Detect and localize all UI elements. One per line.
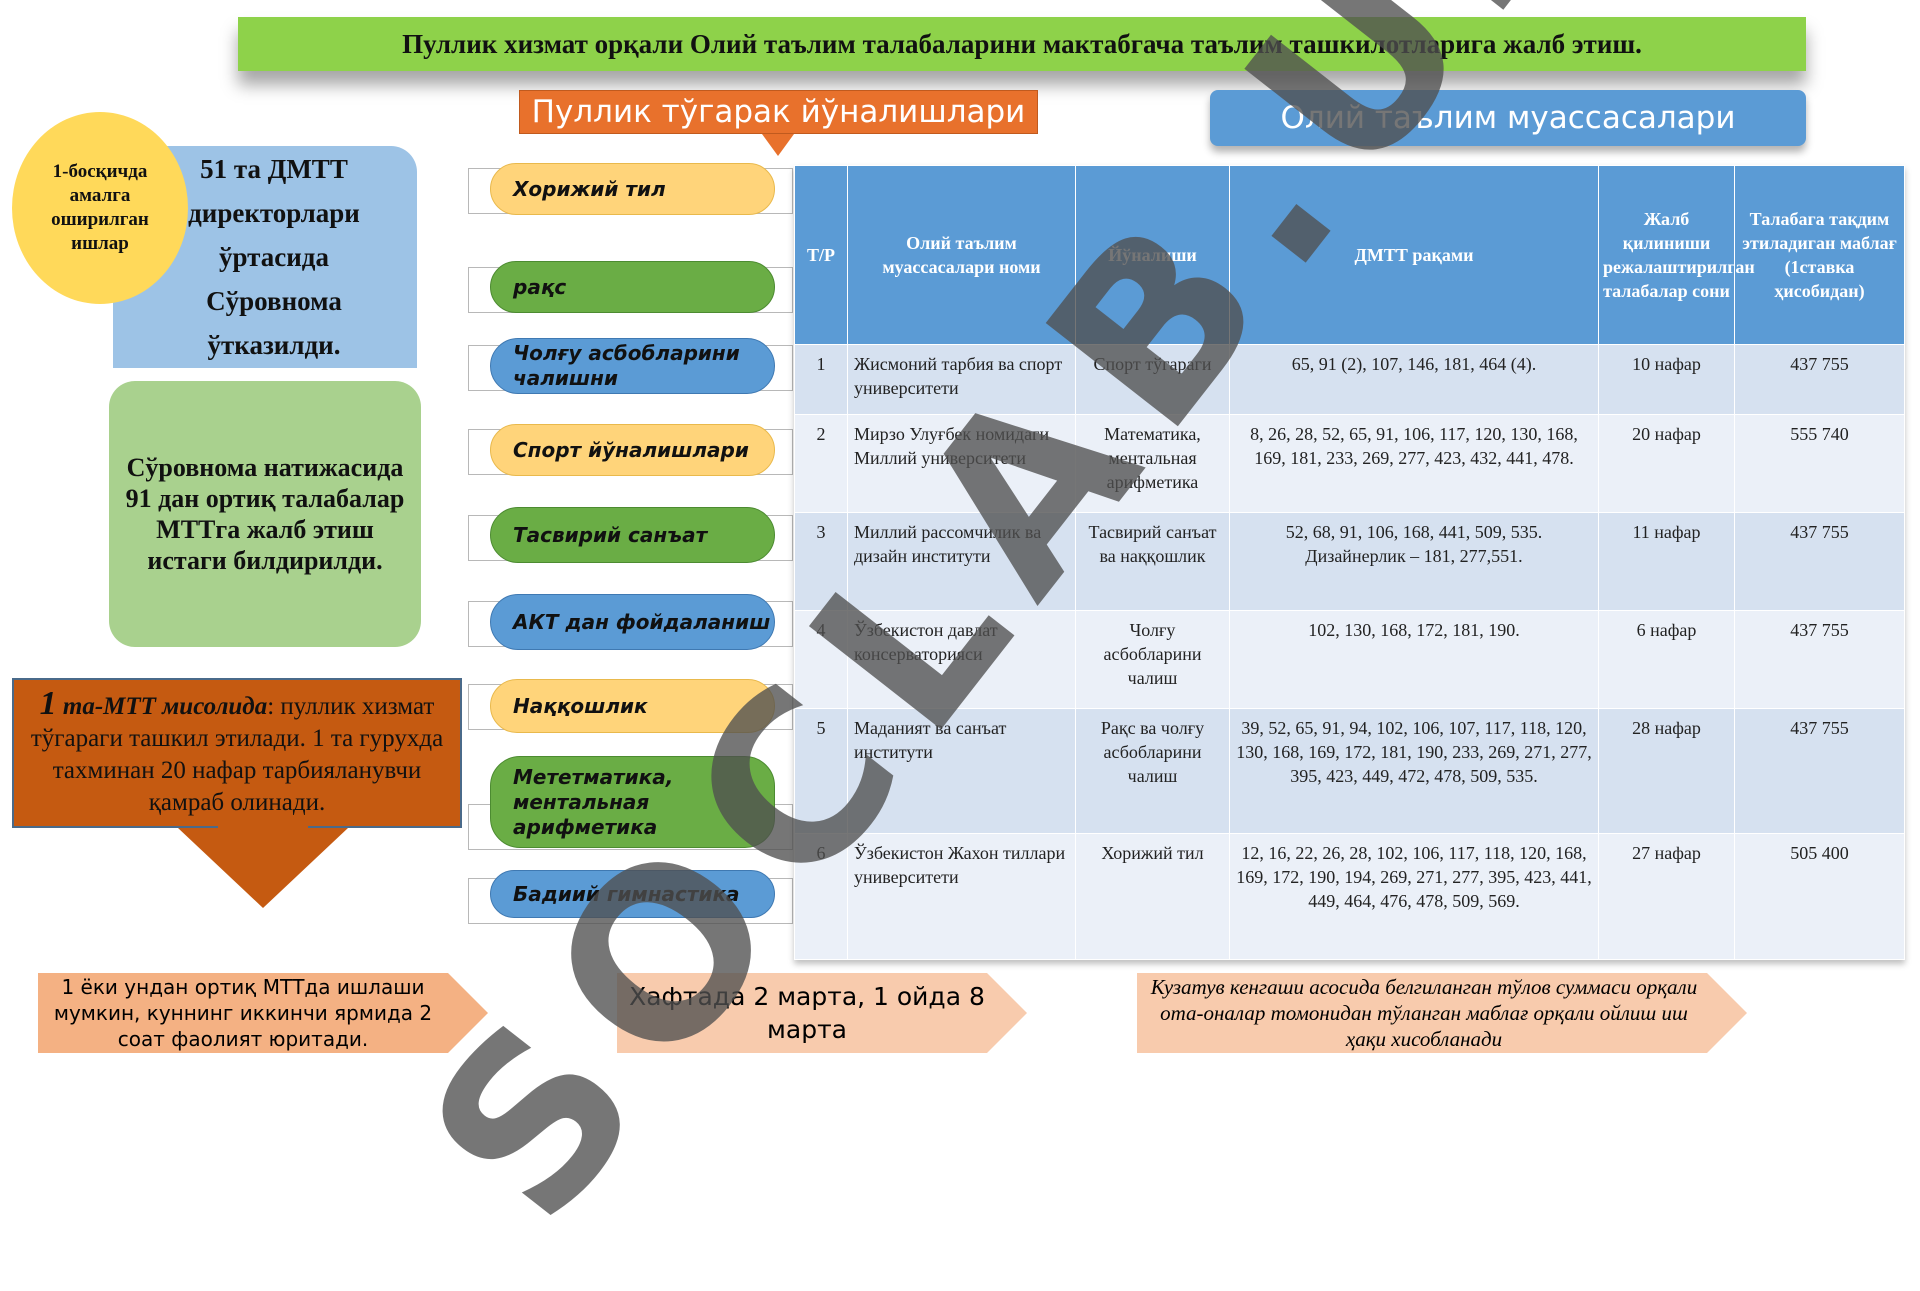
survey-line: ўртасида (219, 242, 329, 272)
cell-payment: 555 740 (1734, 414, 1905, 513)
column-header-kindergarten-numbers: ДМТТ рақами (1229, 165, 1599, 345)
club-item-sport: Спорт йўналишлари (490, 424, 775, 476)
stage-circle: 1-босқичда амалга оширилган ишлар (12, 112, 188, 304)
cell-direction: Хорижий тил (1075, 833, 1230, 960)
cell-institution: Ўзбекистон давлат консерваторияси (847, 610, 1076, 709)
cell-direction: Математика, ментальная арифметика (1075, 414, 1230, 513)
cell-number: 4 (794, 610, 848, 709)
work-schedule-text: 1 ёки ундан ортиқ МТТда ишлаши мумкин, к… (53, 975, 433, 1051)
cell-number: 2 (794, 414, 848, 513)
table-row: 2 Мирзо Улуғбек номидаги Миллий универси… (794, 414, 1905, 513)
table-row: 3 Миллий рассомчилик ва дизайн институти… (794, 512, 1905, 611)
cell-payment: 505 400 (1734, 833, 1905, 960)
clubs-header-arrow (762, 134, 794, 156)
cell-student-count: 20 нафар (1598, 414, 1735, 513)
column-header-direction: Йўналиши (1075, 165, 1230, 345)
cell-direction: Чолғу асбобларини чалиш (1075, 610, 1230, 709)
cell-institution: Жисмоний тарбия ва спорт университети (847, 344, 1076, 415)
cell-direction: Тасвирий санъат ва наққошлик (1075, 512, 1230, 611)
cell-number: 3 (794, 512, 848, 611)
cell-number: 5 (794, 708, 848, 834)
cell-kindergarten-numbers: 102, 130, 168, 172, 181, 190. (1229, 610, 1599, 709)
work-schedule-chevron: 1 ёки ундан ортиқ МТТда ишлаши мумкин, к… (38, 973, 488, 1053)
example-heading: та-МТТ мисолида (56, 693, 268, 720)
frequency-chevron: Хафтада 2 марта, 1 ойда 8 марта (617, 973, 1027, 1053)
cell-direction: Спорт тўгараги (1075, 344, 1230, 415)
survey-box: 51 та ДМТТ директорлари ўртасида Сўровно… (113, 146, 417, 368)
cell-payment: 437 755 (1734, 708, 1905, 834)
column-header-institution: Олий таълим муассасалари номи (847, 165, 1076, 345)
cell-direction: Рақс ва чолғу асбобларини чалиш (1075, 708, 1230, 834)
cell-kindergarten-numbers: 65, 91 (2), 107, 146, 181, 464 (4). (1229, 344, 1599, 415)
cell-kindergarten-numbers: 52, 68, 91, 106, 168, 441, 509, 535. Диз… (1229, 512, 1599, 611)
cell-institution: Мирзо Улуғбек номидаги Миллий университе… (847, 414, 1076, 513)
cell-student-count: 11 нафар (1598, 512, 1735, 611)
club-item-gymnastics: Бадиий гимнастика (490, 870, 775, 918)
column-header-number: Т/Р (794, 165, 848, 345)
cell-student-count: 28 нафар (1598, 708, 1735, 834)
survey-line: директорлари (188, 198, 360, 228)
example-box: 1 та-МТТ мисолида: пуллик хизмат тўгараг… (12, 678, 462, 828)
cell-institution: Ўзбекистон Жахон тиллари университети (847, 833, 1076, 960)
payment-chevron: Кузатув кенгаши асосида белгиланган тўло… (1137, 973, 1747, 1053)
survey-line: ўтказилди. (207, 330, 341, 360)
cell-student-count: 10 нафар (1598, 344, 1735, 415)
table-row: 5 Маданият ва санъат институти Рақс ва ч… (794, 708, 1905, 834)
cell-payment: 437 755 (1734, 610, 1905, 709)
clubs-header: Пуллик тўгарак йўналишлари (519, 90, 1038, 134)
cell-payment: 437 755 (1734, 344, 1905, 415)
cell-number: 1 (794, 344, 848, 415)
example-text: : пуллик хизмат тўгараги ташкил этилади.… (30, 693, 444, 816)
example-number: 1 (39, 685, 57, 722)
cell-kindergarten-numbers: 8, 26, 28, 52, 65, 91, 106, 117, 120, 13… (1229, 414, 1599, 513)
institutions-table: Т/Р Олий таълим муассасалари номи Йўнали… (794, 165, 1905, 960)
institutions-header: Олий таълим муассасалари (1210, 90, 1806, 146)
table-row: 4 Ўзбекистон давлат консерваторияси Чолғ… (794, 610, 1905, 709)
club-item-fine-art: Тасвирий санъат (490, 507, 775, 563)
cell-number: 6 (794, 833, 848, 960)
cell-institution: Миллий рассомчилик ва дизайн институти (847, 512, 1076, 611)
club-item-foreign-language: Хорижий тил (490, 163, 775, 215)
table-row: 1 Жисмоний тарбия ва спорт университети … (794, 344, 1905, 415)
cell-payment: 437 755 (1734, 512, 1905, 611)
column-header-payment: Талабага тақдим этиладиган маблағ (1став… (1734, 165, 1905, 345)
payment-text: Кузатув кенгаши асосида белгиланган тўло… (1150, 975, 1698, 1051)
cell-kindergarten-numbers: 39, 52, 65, 91, 94, 102, 106, 107, 117, … (1229, 708, 1599, 834)
club-item-instruments: Чолғу асбобларини чалишни (490, 338, 775, 394)
club-item-ornament: Наққошлик (490, 679, 775, 733)
survey-line: Сўровнома (206, 286, 342, 316)
cell-student-count: 27 нафар (1598, 833, 1735, 960)
club-item-math: Мететматика, ментальная арифметика (490, 756, 775, 848)
survey-result-box: Сўровнома натижасида 91 дан ортиқ талаба… (109, 381, 421, 647)
club-item-dance: рақс (490, 261, 775, 313)
table-header-row: Т/Р Олий таълим муассасалари номи Йўнали… (794, 165, 1905, 345)
cell-kindergarten-numbers: 12, 16, 22, 26, 28, 102, 106, 117, 118, … (1229, 833, 1599, 960)
cell-institution: Маданият ва санъат институти (847, 708, 1076, 834)
column-header-student-count: Жалб қилиниши режалаштирилган талабалар … (1598, 165, 1755, 345)
page-title: Пуллик хизмат орқали Олий таълим талабал… (238, 17, 1806, 71)
club-item-ict: АКТ дан фойдаланиш (490, 594, 775, 650)
survey-line: 51 та ДМТТ (200, 154, 348, 184)
table-row: 6 Ўзбекистон Жахон тиллари университети … (794, 833, 1905, 960)
frequency-text: Хафтада 2 марта, 1 ойда 8 марта (629, 982, 985, 1044)
cell-student-count: 6 нафар (1598, 610, 1735, 709)
down-arrow-icon (178, 828, 348, 908)
